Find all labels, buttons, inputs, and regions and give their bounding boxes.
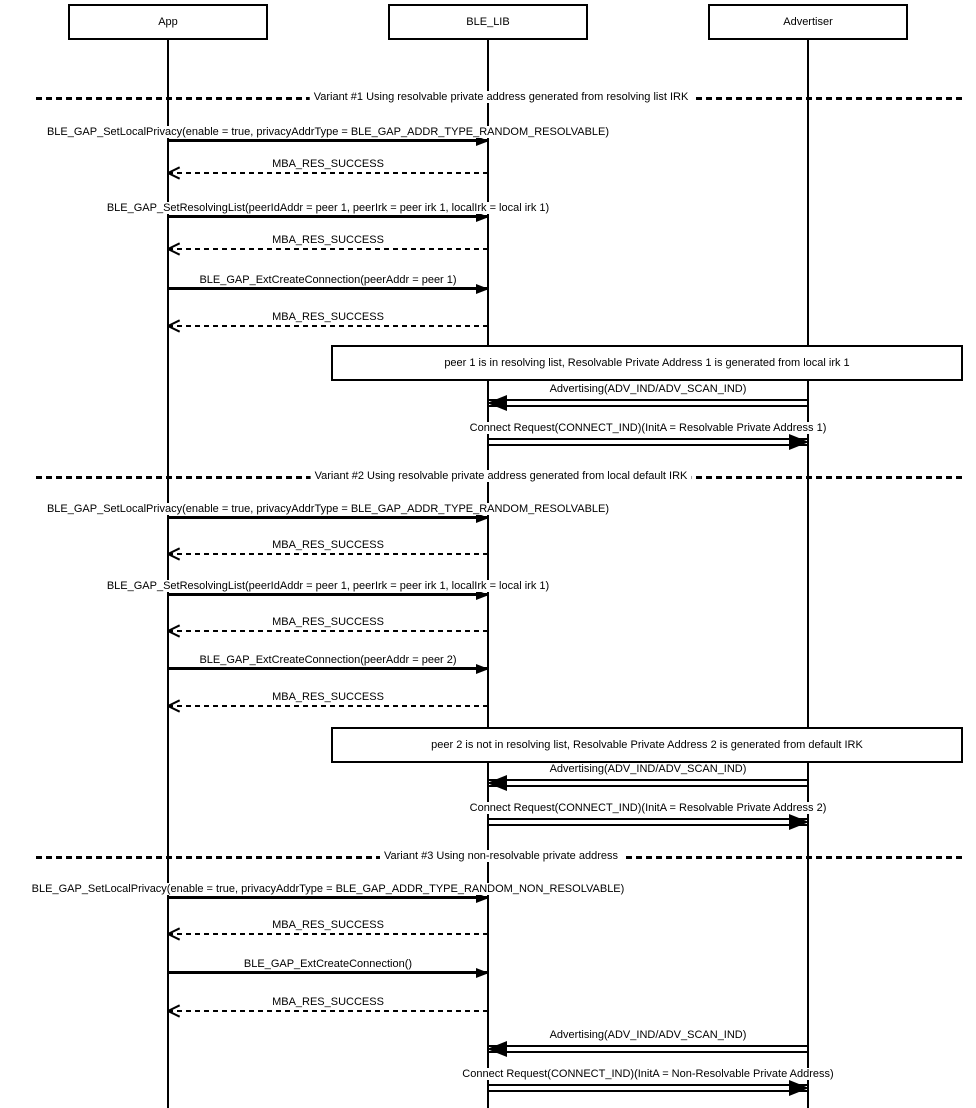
arrow-line-dashed [168, 172, 488, 174]
actor-box-ble-lib: BLE_LIB [388, 4, 588, 40]
arrowhead-right-icon [476, 664, 489, 674]
arrow-line-dashed [168, 705, 488, 707]
arrow-line [168, 971, 488, 974]
message-label: BLE_GAP_ExtCreateConnection(peerAddr = p… [197, 274, 459, 286]
message-label: Connect Request(CONNECT_IND)(InitA = Res… [467, 802, 829, 814]
arrow-line-dashed [168, 553, 488, 555]
message-label: Advertising(ADV_IND/ADV_SCAN_IND) [547, 383, 749, 395]
message-set-local-privacy: BLE_GAP_SetLocalPrivacy(enable = true, p… [44, 122, 612, 146]
message-label: BLE_GAP_SetResolvingList(peerIdAddr = pe… [104, 202, 552, 214]
message-label: MBA_RES_SUCCESS [270, 996, 386, 1008]
message-connect-request: Connect Request(CONNECT_IND)(InitA = Res… [467, 800, 829, 830]
variant-divider-3: Variant #3 Using non-resolvable private … [36, 850, 966, 862]
arrow-line [168, 139, 488, 142]
lifeline-ble-lib [487, 40, 489, 1108]
message-label: BLE_GAP_SetLocalPrivacy(enable = true, p… [44, 126, 612, 138]
arrow-line-double [488, 1084, 808, 1092]
actor-label: Advertiser [783, 16, 833, 28]
message-ext-create-connection: BLE_GAP_ExtCreateConnection() [168, 954, 489, 978]
arrowhead-right-icon [476, 968, 489, 978]
arrow-line [168, 215, 488, 218]
message-mba-res-success: MBA_RES_SUCCESS [167, 154, 488, 180]
message-ext-create-connection: BLE_GAP_ExtCreateConnection(peerAddr = p… [168, 270, 489, 294]
message-set-resolving-list: BLE_GAP_SetResolvingList(peerIdAddr = pe… [104, 198, 552, 222]
message-mba-res-success: MBA_RES_SUCCESS [167, 307, 488, 333]
message-set-resolving-list: BLE_GAP_SetResolvingList(peerIdAddr = pe… [104, 576, 552, 600]
message-ext-create-connection: BLE_GAP_ExtCreateConnection(peerAddr = p… [168, 650, 489, 674]
message-label: Connect Request(CONNECT_IND)(InitA = Non… [460, 1068, 836, 1080]
message-mba-res-success: MBA_RES_SUCCESS [167, 535, 488, 561]
variant-divider-1: Variant #1 Using resolvable private addr… [36, 91, 966, 103]
message-set-local-privacy: BLE_GAP_SetLocalPrivacy(enable = true, p… [44, 499, 612, 523]
actor-box-advertiser: Advertiser [708, 4, 908, 40]
message-mba-res-success: MBA_RES_SUCCESS [167, 915, 488, 941]
message-set-local-privacy: BLE_GAP_SetLocalPrivacy(enable = true, p… [29, 879, 627, 903]
message-advertising: Advertising(ADV_IND/ADV_SCAN_IND) [487, 761, 808, 791]
lifeline-app [167, 40, 169, 1108]
arrow-line [168, 516, 488, 519]
arrow-line-dashed [168, 933, 488, 935]
message-connect-request: Connect Request(CONNECT_IND)(InitA = Non… [460, 1066, 836, 1096]
message-mba-res-success: MBA_RES_SUCCESS [167, 230, 488, 256]
message-label: BLE_GAP_ExtCreateConnection() [241, 958, 415, 970]
arrow-line [168, 287, 488, 290]
message-label: MBA_RES_SUCCESS [270, 616, 386, 628]
lifeline-advertiser [807, 40, 809, 1108]
message-label: MBA_RES_SUCCESS [270, 158, 386, 170]
message-mba-res-success: MBA_RES_SUCCESS [167, 687, 488, 713]
arrow-line-double [488, 779, 808, 787]
arrowhead-right-icon [789, 1080, 809, 1096]
arrowhead-left-icon [487, 1041, 507, 1057]
variant-divider-label: Variant #1 Using resolvable private addr… [309, 91, 693, 103]
message-label: MBA_RES_SUCCESS [270, 919, 386, 931]
message-label: Connect Request(CONNECT_IND)(InitA = Res… [467, 422, 829, 434]
arrowhead-right-icon [476, 136, 489, 146]
arrow-line [168, 667, 488, 670]
message-mba-res-success: MBA_RES_SUCCESS [167, 612, 488, 638]
message-label: MBA_RES_SUCCESS [270, 539, 386, 551]
message-mba-res-success: MBA_RES_SUCCESS [167, 992, 488, 1018]
arrowhead-right-icon [476, 284, 489, 294]
arrowhead-right-icon [476, 893, 489, 903]
message-advertising: Advertising(ADV_IND/ADV_SCAN_IND) [487, 1027, 808, 1057]
message-connect-request: Connect Request(CONNECT_IND)(InitA = Res… [467, 420, 829, 450]
message-label: BLE_GAP_SetLocalPrivacy(enable = true, p… [44, 503, 612, 515]
arrowhead-left-icon [487, 775, 507, 791]
arrowhead-right-icon [789, 434, 809, 450]
note-box-peer2: peer 2 is not in resolving list, Resolva… [331, 727, 963, 763]
message-advertising: Advertising(ADV_IND/ADV_SCAN_IND) [487, 381, 808, 411]
arrow-line [168, 896, 488, 899]
variant-divider-label: Variant #2 Using resolvable private addr… [310, 470, 692, 482]
message-label: MBA_RES_SUCCESS [270, 311, 386, 323]
arrow-line [168, 593, 488, 596]
note-text: peer 2 is not in resolving list, Resolva… [431, 739, 863, 751]
arrow-line-dashed [168, 1010, 488, 1012]
arrowhead-left-icon [487, 395, 507, 411]
arrowhead-right-icon [476, 513, 489, 523]
note-text: peer 1 is in resolving list, Resolvable … [444, 357, 850, 369]
arrow-line-dashed [168, 248, 488, 250]
arrow-line-double [488, 438, 808, 446]
variant-divider-label: Variant #3 Using non-resolvable private … [380, 850, 622, 862]
arrow-line-dashed [168, 325, 488, 327]
arrowhead-right-icon [476, 590, 489, 600]
message-label: MBA_RES_SUCCESS [270, 691, 386, 703]
arrow-line-double [488, 818, 808, 826]
actor-label: BLE_LIB [466, 16, 510, 28]
variant-divider-2: Variant #2 Using resolvable private addr… [36, 470, 966, 482]
actor-label: App [158, 16, 178, 28]
message-label: BLE_GAP_ExtCreateConnection(peerAddr = p… [197, 654, 459, 666]
message-label: BLE_GAP_SetResolvingList(peerIdAddr = pe… [104, 580, 552, 592]
arrowhead-right-icon [476, 212, 489, 222]
arrow-line-double [488, 399, 808, 407]
note-box-peer1: peer 1 is in resolving list, Resolvable … [331, 345, 963, 381]
actor-box-app: App [68, 4, 268, 40]
arrowhead-right-icon [789, 814, 809, 830]
message-label: MBA_RES_SUCCESS [270, 234, 386, 246]
arrow-line-dashed [168, 630, 488, 632]
message-label: Advertising(ADV_IND/ADV_SCAN_IND) [547, 1029, 749, 1041]
arrow-line-double [488, 1045, 808, 1053]
message-label: Advertising(ADV_IND/ADV_SCAN_IND) [547, 763, 749, 775]
message-label: BLE_GAP_SetLocalPrivacy(enable = true, p… [29, 883, 627, 895]
